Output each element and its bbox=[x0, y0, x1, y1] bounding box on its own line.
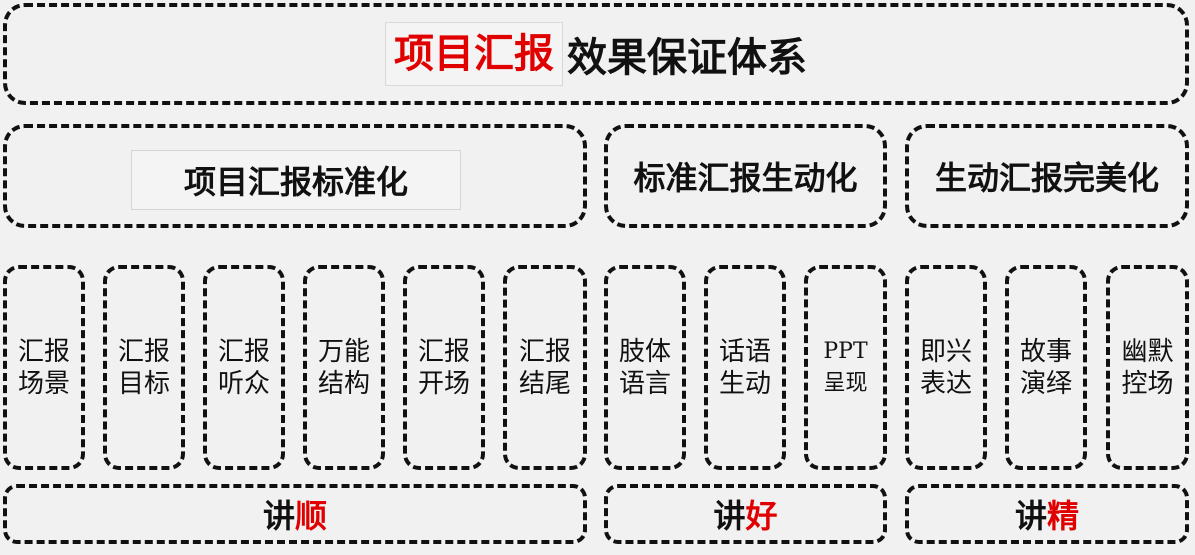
category-label-1: 项目汇报标准化 bbox=[183, 163, 408, 201]
item-label-8: 话语生动 bbox=[718, 336, 771, 399]
item-box-7: 肢体语言 bbox=[604, 265, 686, 470]
item-box-8: 话语生动 bbox=[704, 265, 786, 470]
category-box-1: 项目汇报标准化 bbox=[3, 124, 587, 228]
bottom-label-2: 讲好 bbox=[713, 497, 778, 535]
bottom-label-3: 讲精 bbox=[1014, 497, 1080, 535]
item-box-3: 汇报听众 bbox=[203, 265, 285, 470]
item-box-2: 汇报目标 bbox=[103, 265, 185, 470]
category-label-panel: 项目汇报标准化 bbox=[131, 150, 461, 210]
item-label-1: 汇报场景 bbox=[17, 336, 70, 399]
category-label-3: 生动汇报完美化 bbox=[934, 159, 1159, 197]
bottom-box-3: 讲精 bbox=[905, 484, 1189, 544]
bottom-label-1: 讲顺 bbox=[262, 497, 328, 535]
header-box: 项目汇报 效果保证体系 bbox=[3, 3, 1189, 105]
item-box-6: 汇报结尾 bbox=[503, 265, 587, 470]
item-label-10: 即兴表达 bbox=[919, 336, 972, 399]
item-box-1: 汇报场景 bbox=[3, 265, 85, 470]
bottom-box-2: 讲好 bbox=[604, 484, 887, 544]
item-box-4: 万能结构 bbox=[303, 265, 385, 470]
title-highlight: 项目汇报 bbox=[385, 22, 563, 86]
item-box-5: 汇报开场 bbox=[403, 265, 485, 470]
item-label-7: 肢体语言 bbox=[618, 336, 671, 399]
item-box-12: 幽默控场 bbox=[1106, 265, 1189, 470]
item-label-3: 汇报听众 bbox=[217, 336, 270, 399]
item-label-6: 汇报结尾 bbox=[518, 336, 571, 399]
item-label-11: 故事演绎 bbox=[1019, 336, 1072, 399]
bottom-box-1: 讲顺 bbox=[3, 484, 587, 544]
page-title: 项目汇报 效果保证体系 bbox=[385, 22, 807, 86]
item-box-11: 故事演绎 bbox=[1005, 265, 1087, 470]
item-label-12: 幽默控场 bbox=[1121, 336, 1174, 399]
category-box-3: 生动汇报完美化 bbox=[905, 124, 1189, 228]
item-label-5: 汇报开场 bbox=[417, 336, 470, 399]
item-label-2: 汇报目标 bbox=[117, 336, 170, 399]
item-label-4: 万能结构 bbox=[317, 336, 370, 399]
category-label-2: 标准汇报生动化 bbox=[633, 159, 858, 197]
item-box-9: PPT呈现 bbox=[804, 265, 887, 470]
item-box-10: 即兴表达 bbox=[905, 265, 987, 470]
category-box-2: 标准汇报生动化 bbox=[604, 124, 887, 228]
title-rest: 效果保证体系 bbox=[567, 35, 807, 81]
item-label-9: PPT呈现 bbox=[823, 338, 868, 396]
